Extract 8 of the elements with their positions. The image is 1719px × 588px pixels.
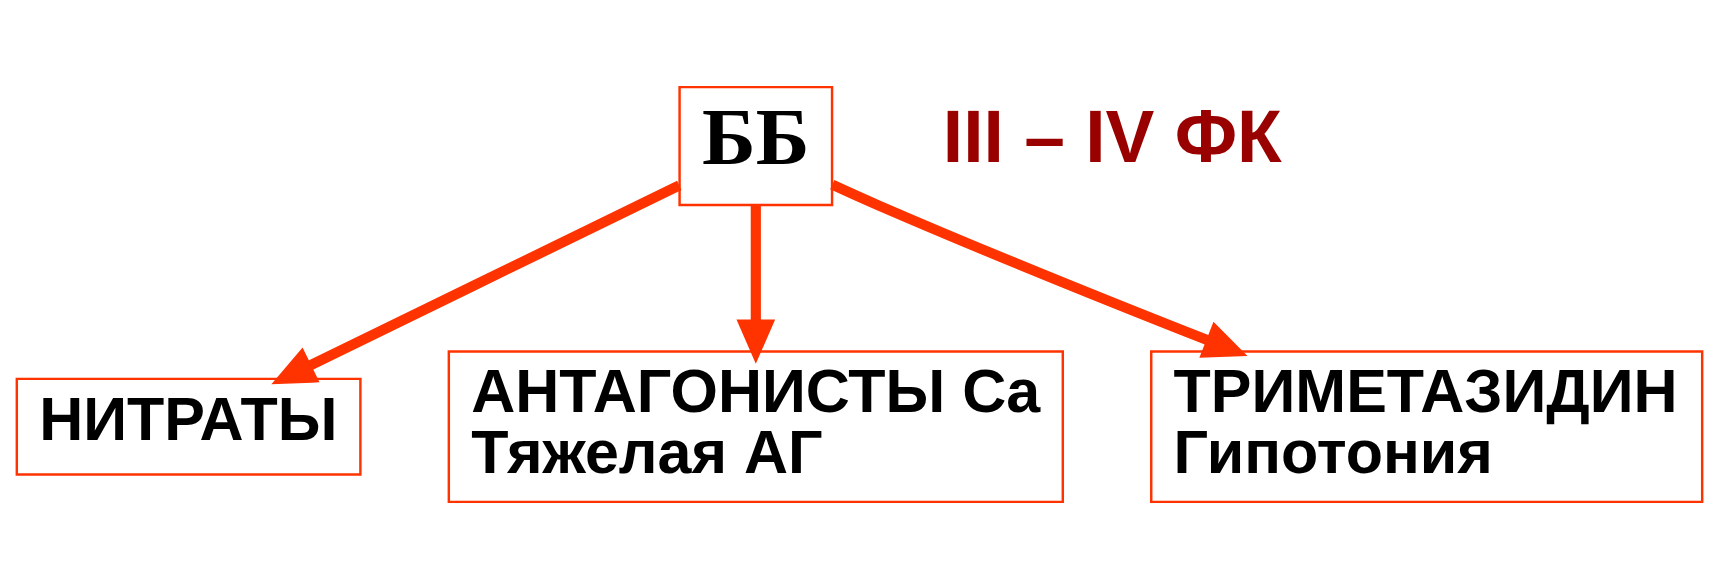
arrow xyxy=(830,179,1248,358)
node-box: НИТРАТЫ xyxy=(15,377,362,476)
node-box: ББ xyxy=(678,85,834,206)
arrow xyxy=(271,180,682,384)
arrow xyxy=(736,204,776,364)
node-label: III – IV ФК xyxy=(942,95,1282,178)
node-box: АНТАГОНИСТЫ Ca Тяжелая АГ xyxy=(447,349,1064,503)
node-box: ТРИМЕТАЗИДИН Гипотония xyxy=(1150,349,1704,503)
